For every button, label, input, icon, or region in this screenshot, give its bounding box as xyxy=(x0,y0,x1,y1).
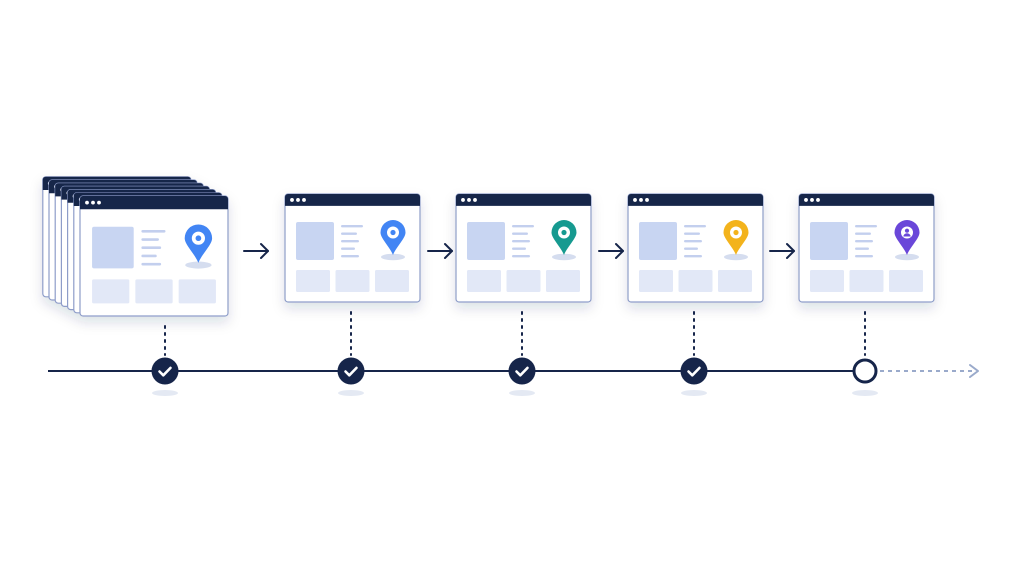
location-pin-icon xyxy=(723,220,749,261)
marker-shadow xyxy=(681,390,707,396)
image-placeholder xyxy=(296,222,334,260)
window-title-bar xyxy=(456,194,591,206)
window-controls-icon xyxy=(461,198,477,202)
text-placeholder xyxy=(341,225,363,258)
window-title-bar xyxy=(285,194,420,206)
location-pin-icon xyxy=(184,224,213,269)
location-pin-icon xyxy=(551,220,577,261)
window-controls-icon xyxy=(804,198,820,202)
content-blocks xyxy=(296,270,409,292)
browser-window xyxy=(284,193,421,303)
empty-circle-icon xyxy=(852,358,878,384)
text-placeholder xyxy=(684,225,706,258)
content-blocks xyxy=(810,270,923,292)
stage-connectors xyxy=(243,243,795,259)
text-placeholder xyxy=(855,225,877,258)
window-title-bar xyxy=(628,194,763,206)
location-pin-icon xyxy=(380,220,406,261)
image-placeholder xyxy=(92,226,134,269)
window-controls-icon xyxy=(633,198,649,202)
marker-shadow xyxy=(338,390,364,396)
window-title-bar xyxy=(80,196,228,210)
window-title-bar xyxy=(799,194,934,206)
stage-5 xyxy=(798,193,935,396)
check-icon xyxy=(151,357,179,385)
browser-window xyxy=(798,193,935,303)
timeline-future-arrow xyxy=(880,364,979,378)
person-pin-icon xyxy=(894,220,920,261)
marker-shadow xyxy=(852,390,878,396)
stage-2 xyxy=(284,193,421,396)
arrow-right-icon xyxy=(598,243,624,259)
check-icon xyxy=(508,357,536,385)
arrow-right-icon xyxy=(427,243,453,259)
browser-window xyxy=(79,195,229,317)
check-icon xyxy=(337,357,365,385)
marker-shadow xyxy=(509,390,535,396)
image-placeholder xyxy=(639,222,677,260)
arrow-right-icon xyxy=(769,243,795,259)
arrow-right-icon xyxy=(243,243,269,259)
stages xyxy=(42,176,935,396)
stacked-windows xyxy=(42,176,229,317)
image-placeholder xyxy=(467,222,505,260)
browser-window xyxy=(627,193,764,303)
content-blocks xyxy=(639,270,752,292)
text-placeholder xyxy=(141,229,166,266)
text-placeholder xyxy=(512,225,534,258)
content-blocks xyxy=(467,270,580,292)
stage-4 xyxy=(627,193,764,396)
image-placeholder xyxy=(810,222,848,260)
content-blocks xyxy=(92,279,216,304)
browser-window xyxy=(455,193,592,303)
stage-3 xyxy=(455,193,592,396)
window-controls-icon xyxy=(290,198,306,202)
marker-shadow xyxy=(152,390,178,396)
check-icon xyxy=(680,357,708,385)
stage-1 xyxy=(42,176,229,396)
window-controls-icon xyxy=(85,200,101,205)
